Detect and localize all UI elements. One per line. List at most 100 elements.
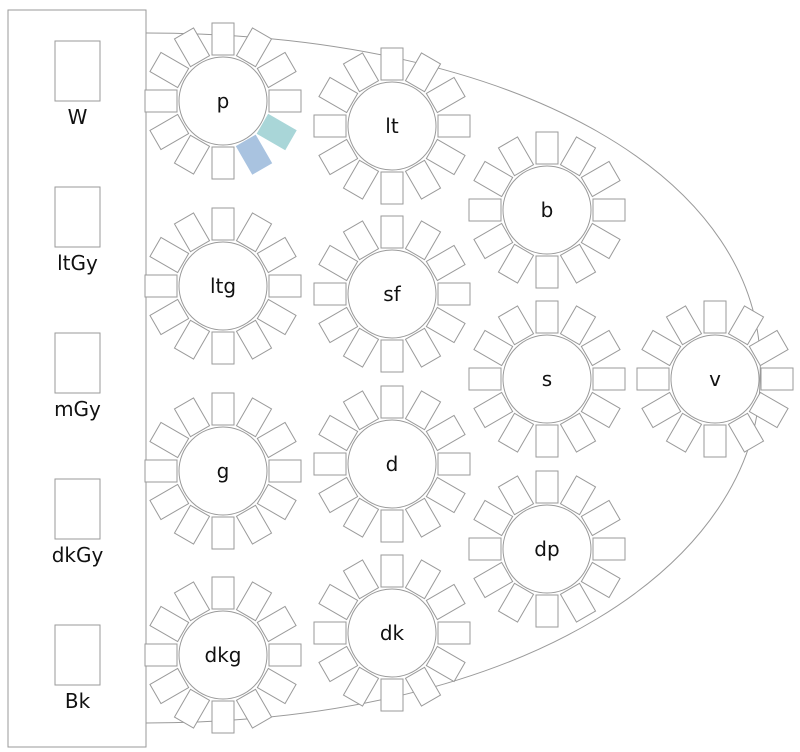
- chair[interactable]: [404, 327, 442, 368]
- chair[interactable]: [256, 51, 297, 89]
- chair[interactable]: [468, 198, 502, 222]
- chair[interactable]: [425, 306, 466, 344]
- chair[interactable]: [535, 255, 559, 289]
- chair[interactable]: [559, 305, 597, 346]
- table-dkg[interactable]: dkg: [144, 576, 302, 734]
- chair[interactable]: [235, 319, 273, 360]
- chair[interactable]: [256, 421, 297, 459]
- chair[interactable]: [342, 52, 380, 93]
- chair[interactable]: [342, 327, 380, 368]
- chair[interactable]: [497, 582, 535, 623]
- table-lt[interactable]: lt: [313, 47, 471, 205]
- chair[interactable]: [144, 643, 178, 667]
- chair[interactable]: [173, 134, 211, 175]
- chair[interactable]: [149, 51, 190, 89]
- chair[interactable]: [580, 222, 621, 260]
- chair[interactable]: [425, 583, 466, 621]
- chair[interactable]: [256, 236, 297, 274]
- chair[interactable]: [468, 537, 502, 561]
- chair[interactable]: [425, 76, 466, 114]
- chair[interactable]: [425, 476, 466, 514]
- chair[interactable]: [256, 298, 297, 336]
- chair[interactable]: [149, 113, 190, 151]
- chair[interactable]: [497, 136, 535, 177]
- table-d[interactable]: d: [313, 385, 471, 543]
- chair[interactable]: [313, 621, 347, 645]
- chair[interactable]: [173, 688, 211, 729]
- table-sf[interactable]: sf: [313, 215, 471, 373]
- chair[interactable]: [641, 329, 682, 367]
- chair[interactable]: [592, 198, 626, 222]
- chair[interactable]: [211, 576, 235, 610]
- chair[interactable]: [380, 171, 404, 205]
- chair[interactable]: [342, 559, 380, 600]
- chair[interactable]: [497, 305, 535, 346]
- chair[interactable]: [404, 666, 442, 707]
- chair[interactable]: [748, 391, 789, 429]
- chair[interactable]: [268, 459, 302, 483]
- chair[interactable]: [473, 561, 514, 599]
- chair[interactable]: [468, 367, 502, 391]
- chair-highlighted[interactable]: [235, 134, 273, 175]
- chair[interactable]: [580, 391, 621, 429]
- table-ltg[interactable]: ltg: [144, 207, 302, 365]
- chair[interactable]: [580, 329, 621, 367]
- chair[interactable]: [149, 667, 190, 705]
- chair[interactable]: [425, 244, 466, 282]
- chair[interactable]: [580, 561, 621, 599]
- table-s[interactable]: s: [468, 300, 626, 458]
- chair[interactable]: [404, 497, 442, 538]
- chair[interactable]: [318, 138, 359, 176]
- chair[interactable]: [535, 594, 559, 628]
- chair[interactable]: [235, 504, 273, 545]
- chair[interactable]: [211, 392, 235, 426]
- chair[interactable]: [404, 220, 442, 261]
- chair[interactable]: [144, 274, 178, 298]
- chair[interactable]: [173, 319, 211, 360]
- chair[interactable]: [497, 243, 535, 284]
- chair[interactable]: [173, 212, 211, 253]
- chair[interactable]: [380, 215, 404, 249]
- chair[interactable]: [559, 582, 597, 623]
- chair[interactable]: [235, 397, 273, 438]
- chair-highlighted[interactable]: [256, 113, 297, 151]
- chair[interactable]: [342, 497, 380, 538]
- chair[interactable]: [211, 700, 235, 734]
- chair[interactable]: [580, 160, 621, 198]
- table-dp[interactable]: dp: [468, 470, 626, 628]
- chair[interactable]: [380, 509, 404, 543]
- chair[interactable]: [559, 243, 597, 284]
- chair[interactable]: [144, 459, 178, 483]
- chair[interactable]: [313, 452, 347, 476]
- chair[interactable]: [268, 274, 302, 298]
- chair[interactable]: [313, 114, 347, 138]
- chair[interactable]: [665, 412, 703, 453]
- chair[interactable]: [425, 414, 466, 452]
- chair[interactable]: [473, 160, 514, 198]
- chair[interactable]: [144, 89, 178, 113]
- chair[interactable]: [380, 554, 404, 588]
- chair[interactable]: [703, 424, 727, 458]
- chair[interactable]: [404, 390, 442, 431]
- chair[interactable]: [641, 391, 682, 429]
- table-g[interactable]: g: [144, 392, 302, 550]
- chair[interactable]: [535, 131, 559, 165]
- chair[interactable]: [313, 282, 347, 306]
- chair[interactable]: [592, 537, 626, 561]
- chair[interactable]: [173, 397, 211, 438]
- chair[interactable]: [380, 678, 404, 712]
- chair[interactable]: [497, 475, 535, 516]
- chair[interactable]: [404, 159, 442, 200]
- chair[interactable]: [559, 475, 597, 516]
- chair[interactable]: [235, 212, 273, 253]
- chair[interactable]: [342, 159, 380, 200]
- chair[interactable]: [318, 306, 359, 344]
- chair[interactable]: [636, 367, 670, 391]
- chair[interactable]: [256, 483, 297, 521]
- chair[interactable]: [235, 581, 273, 622]
- chair[interactable]: [149, 605, 190, 643]
- chair[interactable]: [497, 412, 535, 453]
- chair[interactable]: [318, 645, 359, 683]
- chair[interactable]: [404, 559, 442, 600]
- chair[interactable]: [173, 27, 211, 68]
